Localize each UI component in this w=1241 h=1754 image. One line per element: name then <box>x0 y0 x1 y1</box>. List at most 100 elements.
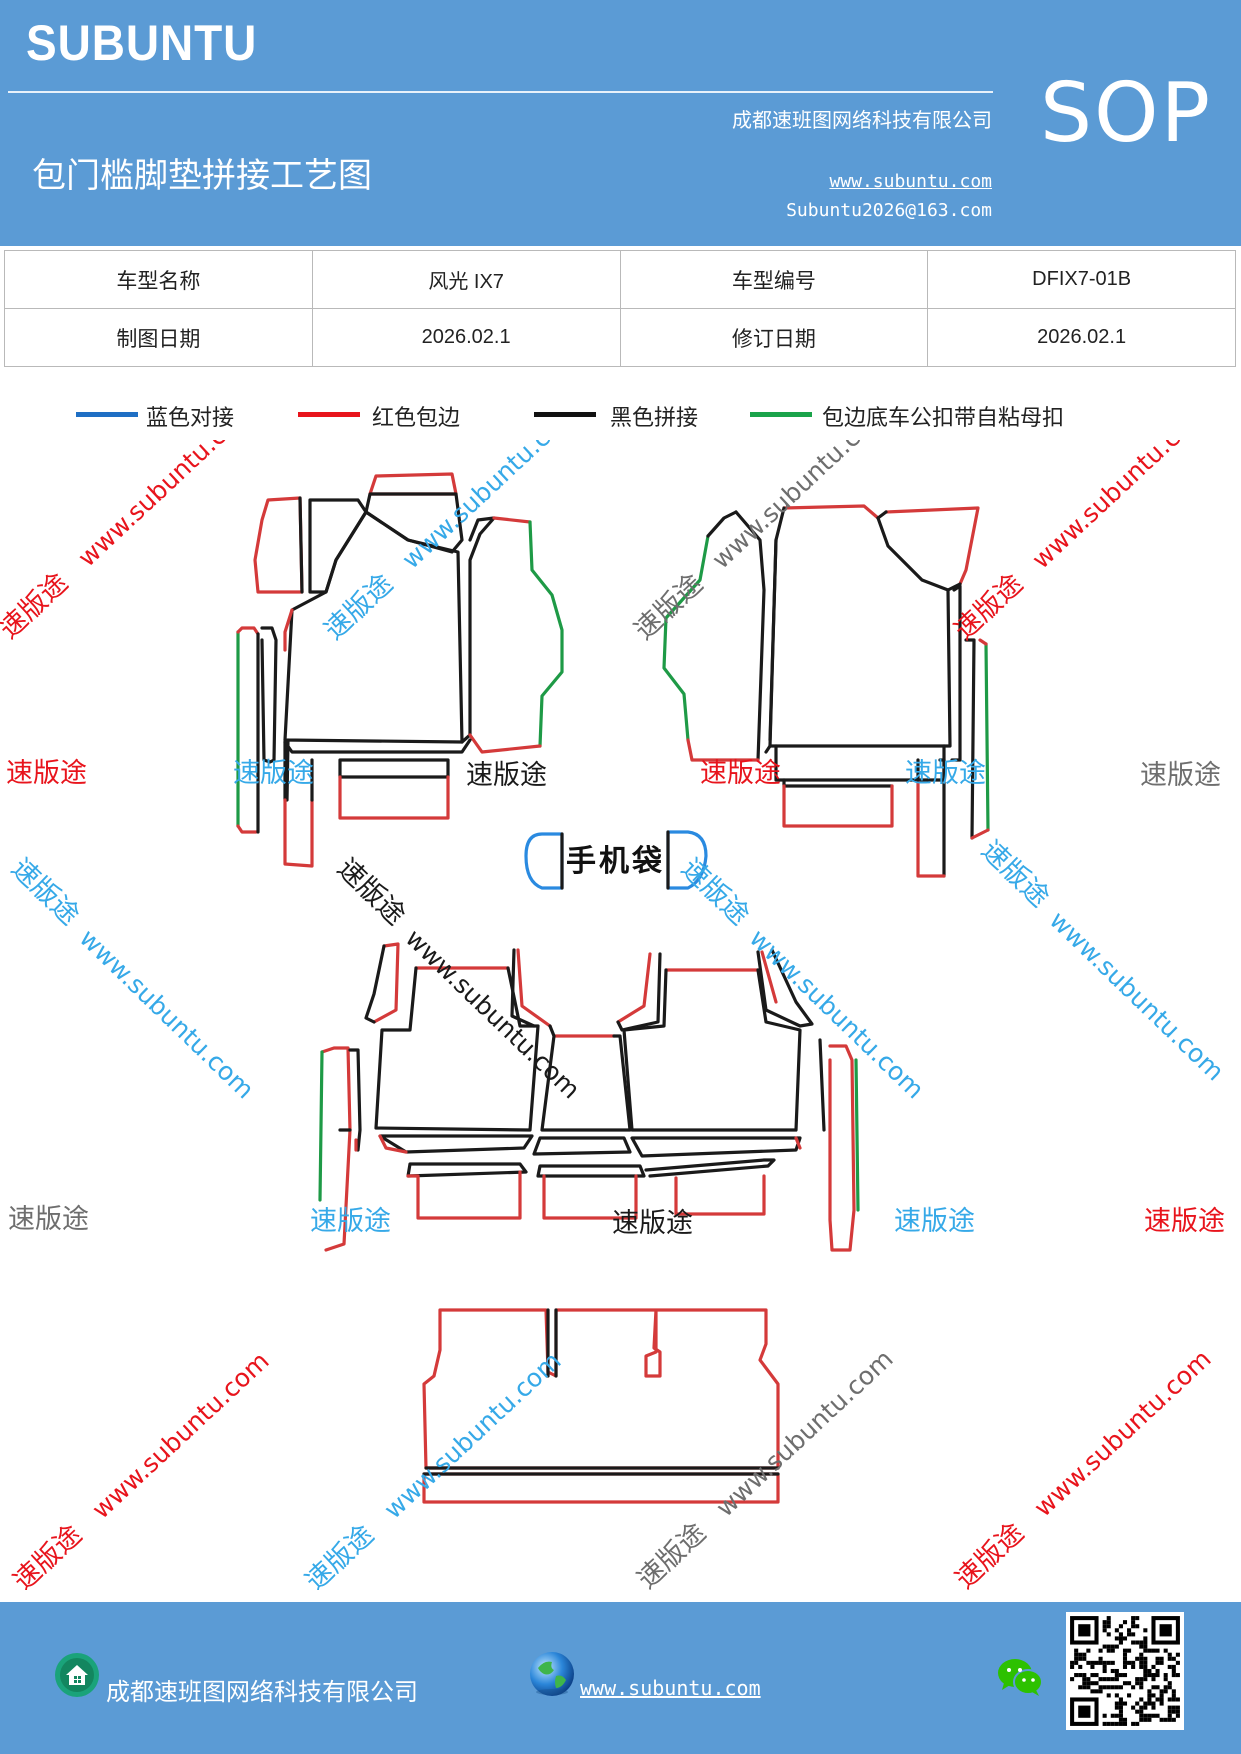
legend-label-red: 红色包边 <box>372 406 461 431</box>
qr-module <box>1098 1677 1103 1682</box>
qr-module <box>1106 1648 1111 1653</box>
qr-module <box>1143 1648 1148 1653</box>
qr-module <box>1082 1685 1087 1690</box>
qr-module <box>1175 1705 1180 1710</box>
qr-module <box>1098 1656 1103 1661</box>
qr-module <box>1147 1693 1152 1698</box>
watermark: www.subuntu.com <box>400 923 586 1104</box>
qr-module <box>1143 1664 1148 1669</box>
qr-module <box>1159 1689 1164 1694</box>
qr-module <box>1078 1664 1083 1669</box>
sop-badge: SOP <box>1040 66 1213 161</box>
watermarks: 速版途 www.subuntu.com 速版途 www.subuntu.com … <box>0 440 1230 1590</box>
qr-module <box>1143 1705 1148 1710</box>
qr-module <box>1114 1677 1119 1682</box>
qr-module <box>1163 1717 1168 1722</box>
qr-module <box>1167 1713 1172 1718</box>
qr-module <box>1118 1632 1123 1637</box>
qr-module <box>1102 1660 1107 1665</box>
watermark: www.subuntu.com <box>72 440 260 572</box>
watermark: www.subuntu.com <box>378 1346 566 1524</box>
header-url-link[interactable]: www.subuntu.com <box>829 171 992 192</box>
watermark: 速版途 <box>700 758 781 789</box>
qr-module <box>1118 1636 1123 1641</box>
qr-module <box>1143 1713 1148 1718</box>
watermark: 速版途 <box>950 1517 1030 1590</box>
qr-module <box>1102 1644 1107 1649</box>
qr-module <box>1118 1640 1123 1645</box>
qr-module <box>1102 1668 1107 1674</box>
qr-module <box>1139 1697 1144 1702</box>
qr-module <box>1122 1681 1128 1686</box>
model-code-value: DFIX7-01B <box>927 250 1236 309</box>
revise-date-label: 修订日期 <box>619 308 929 367</box>
front-left-mat <box>236 472 564 868</box>
qr-module <box>1147 1673 1152 1678</box>
qr-module <box>1114 1673 1119 1678</box>
watermark: 速版途 <box>632 1517 712 1590</box>
qr-module <box>1167 1656 1172 1661</box>
qr-module <box>1151 1685 1156 1690</box>
qr-module <box>1106 1620 1111 1625</box>
qr-module <box>1175 1713 1180 1718</box>
qr-module <box>1175 1697 1180 1702</box>
qr-module <box>1090 1660 1095 1665</box>
qr-module <box>1070 1677 1075 1682</box>
qr-module <box>1122 1664 1128 1669</box>
qr-module <box>1135 1677 1140 1682</box>
qr-module <box>1131 1620 1136 1625</box>
qr-code <box>1066 1612 1184 1730</box>
watermark: 速版途 <box>894 1206 975 1237</box>
watermark: 速版途 <box>0 567 74 645</box>
qr-module <box>1094 1689 1099 1694</box>
qr-module <box>1171 1689 1176 1694</box>
home-icon <box>55 1653 99 1697</box>
legend-label-green: 包边底车公扣带自粘母扣 <box>822 406 1065 431</box>
legend-label-blue: 蓝色对接 <box>146 406 235 431</box>
watermark: 速版途 <box>6 758 87 789</box>
qr-module <box>1127 1693 1132 1698</box>
qr-finder <box>1159 1624 1172 1637</box>
qr-module <box>1175 1660 1180 1665</box>
footer-url-link[interactable]: www.subuntu.com <box>580 1676 761 1700</box>
watermark: 速版途 <box>8 1519 88 1590</box>
watermark: 速版途 <box>310 1206 391 1237</box>
qr-module <box>1118 1685 1123 1690</box>
qr-module <box>1163 1685 1168 1690</box>
qr-module <box>1139 1664 1144 1669</box>
qr-module <box>1135 1701 1140 1706</box>
qr-module <box>1151 1701 1156 1706</box>
qr-module <box>1155 1685 1160 1690</box>
watermark: 速版途 <box>675 853 755 932</box>
qr-module <box>1094 1681 1099 1686</box>
watermark: 速版途 <box>629 568 709 646</box>
qr-module <box>1098 1685 1103 1690</box>
phone-bag-parts <box>524 830 708 890</box>
qr-module <box>1118 1709 1123 1714</box>
qr-module <box>1106 1685 1111 1690</box>
qr-module <box>1131 1616 1136 1621</box>
qr-finder <box>1078 1624 1091 1637</box>
legend: 蓝色对接 红色包边 黑色拼接 包边底车公扣带自粘母扣 <box>0 400 1241 440</box>
qr-module <box>1135 1721 1140 1726</box>
table-row: 制图日期 2026.02.1 修订日期 2026.02.1 <box>4 308 1236 367</box>
watermark: 速版途 <box>331 853 411 932</box>
qr-module <box>1159 1660 1164 1665</box>
qr-module <box>1171 1664 1176 1669</box>
qr-module <box>1135 1616 1140 1621</box>
qr-module <box>1155 1648 1160 1653</box>
qr-module <box>1139 1652 1144 1657</box>
qr-module <box>1106 1624 1111 1629</box>
qr-module <box>1131 1640 1136 1645</box>
qr-module <box>1118 1705 1123 1710</box>
qr-module <box>1167 1705 1172 1710</box>
qr-module <box>1155 1713 1160 1718</box>
qr-module <box>1122 1648 1128 1653</box>
qr-module <box>1167 1709 1172 1714</box>
qr-module <box>1143 1717 1148 1722</box>
qr-module <box>1171 1717 1176 1722</box>
watermark: 速版途 <box>5 853 85 932</box>
qr-module <box>1135 1624 1140 1629</box>
watermark: 速版途 <box>905 758 986 789</box>
qr-module <box>1082 1681 1087 1686</box>
